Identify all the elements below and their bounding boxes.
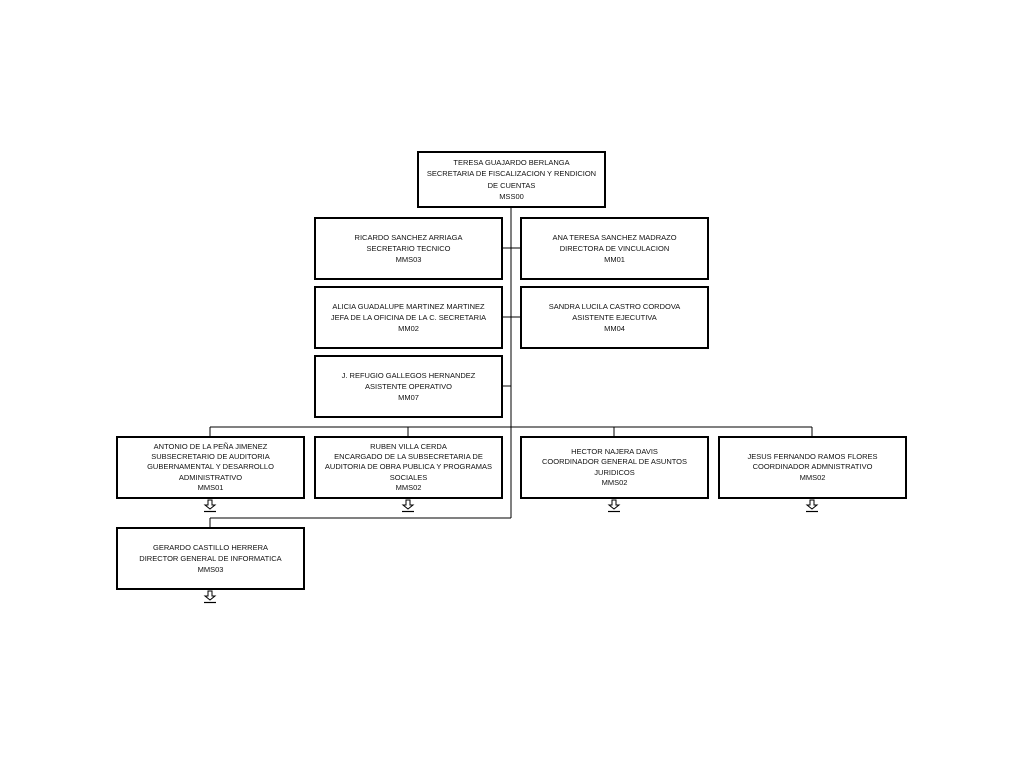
- node-name: SANDRA LUCILA CASTRO CORDOVA: [548, 301, 681, 311]
- node-code: MMS02: [601, 477, 628, 487]
- node-name: RUBEN VILLA CERDA: [370, 442, 447, 452]
- node-name: TERESA GUAJARDO BERLANGA: [453, 158, 570, 167]
- node-title: ENCARGADO DE LA SUBSECRETARIA DE AUDITOR…: [324, 452, 493, 482]
- expand-arrow-icon[interactable]: [203, 590, 217, 604]
- node-code: MM04: [604, 324, 625, 334]
- node-code: MM02: [398, 324, 419, 334]
- node-name: ANTONIO DE LA PEÑA JIMENEZ: [153, 442, 268, 452]
- node-code: MMS01: [197, 482, 224, 492]
- node-name: J. REFUGIO GALLEGOS HERNANDEZ: [341, 370, 476, 380]
- node-title: SUBSECRETARIO DE AUDITORIA GUBERNAMENTAL…: [147, 452, 274, 482]
- expand-arrow-icon[interactable]: [805, 499, 819, 513]
- org-node-unit[interactable]: HECTOR NAJERA DAVIS COORDINADOR GENERAL …: [520, 436, 709, 499]
- node-title: JEFA DE LA OFICINA DE LA C. SECRETARIA: [330, 312, 487, 322]
- node-code: MM07: [398, 393, 419, 403]
- node-name: ALICIA GUADALUPE MARTINEZ MARTINEZ: [332, 301, 485, 311]
- node-code: MMS02: [799, 472, 826, 482]
- node-title: DIRECTOR GENERAL DE INFORMATICA: [139, 553, 282, 563]
- node-title: ASISTENTE OPERATIVO: [365, 381, 452, 391]
- expand-arrow-icon[interactable]: [203, 499, 217, 513]
- node-name: HECTOR NAJERA DAVIS: [571, 447, 658, 457]
- node-code: MM01: [604, 255, 625, 265]
- node-code: MMS03: [395, 255, 422, 265]
- node-title: SECRETARIO TECNICO: [366, 243, 451, 253]
- org-node-unit[interactable]: GERARDO CASTILLO HERRERA DIRECTOR GENERA…: [116, 527, 305, 590]
- org-node-staff: ALICIA GUADALUPE MARTINEZ MARTINEZ JEFA …: [314, 286, 503, 349]
- org-node-staff: ANA TERESA SANCHEZ MADRAZO DIRECTORA DE …: [520, 217, 709, 280]
- org-node-staff: SANDRA LUCILA CASTRO CORDOVA ASISTENTE E…: [520, 286, 709, 349]
- org-node-unit[interactable]: JESUS FERNANDO RAMOS FLORES COORDINADOR …: [718, 436, 907, 499]
- node-code: MMS03: [197, 565, 224, 575]
- node-name: ANA TERESA SANCHEZ MADRAZO: [552, 232, 677, 242]
- node-name: RICARDO SANCHEZ ARRIAGA: [354, 232, 463, 242]
- expand-arrow-icon[interactable]: [401, 499, 415, 513]
- node-title: COORDINADOR GENERAL DE ASUNTOS JURIDICOS: [541, 457, 688, 477]
- node-code: MSS00: [499, 191, 524, 201]
- org-node-unit[interactable]: ANTONIO DE LA PEÑA JIMENEZ SUBSECRETARIO…: [116, 436, 305, 499]
- node-name: GERARDO CASTILLO HERRERA: [152, 542, 269, 552]
- node-code: MMS02: [395, 482, 422, 492]
- node-title: SECRETARIA DE FISCALIZACION Y RENDICION …: [426, 169, 597, 190]
- node-name: JESUS FERNANDO RAMOS FLORES: [747, 452, 878, 462]
- org-node-root: TERESA GUAJARDO BERLANGA SECRETARIA DE F…: [417, 151, 606, 208]
- org-node-staff: J. REFUGIO GALLEGOS HERNANDEZ ASISTENTE …: [314, 355, 503, 418]
- node-title: DIRECTORA DE VINCULACION: [559, 243, 670, 253]
- node-title: ASISTENTE EJECUTIVA: [572, 312, 657, 322]
- expand-arrow-icon[interactable]: [607, 499, 621, 513]
- org-node-unit[interactable]: RUBEN VILLA CERDA ENCARGADO DE LA SUBSEC…: [314, 436, 503, 499]
- node-title: COORDINADOR ADMNISTRATIVO: [752, 462, 873, 472]
- org-node-staff: RICARDO SANCHEZ ARRIAGA SECRETARIO TECNI…: [314, 217, 503, 280]
